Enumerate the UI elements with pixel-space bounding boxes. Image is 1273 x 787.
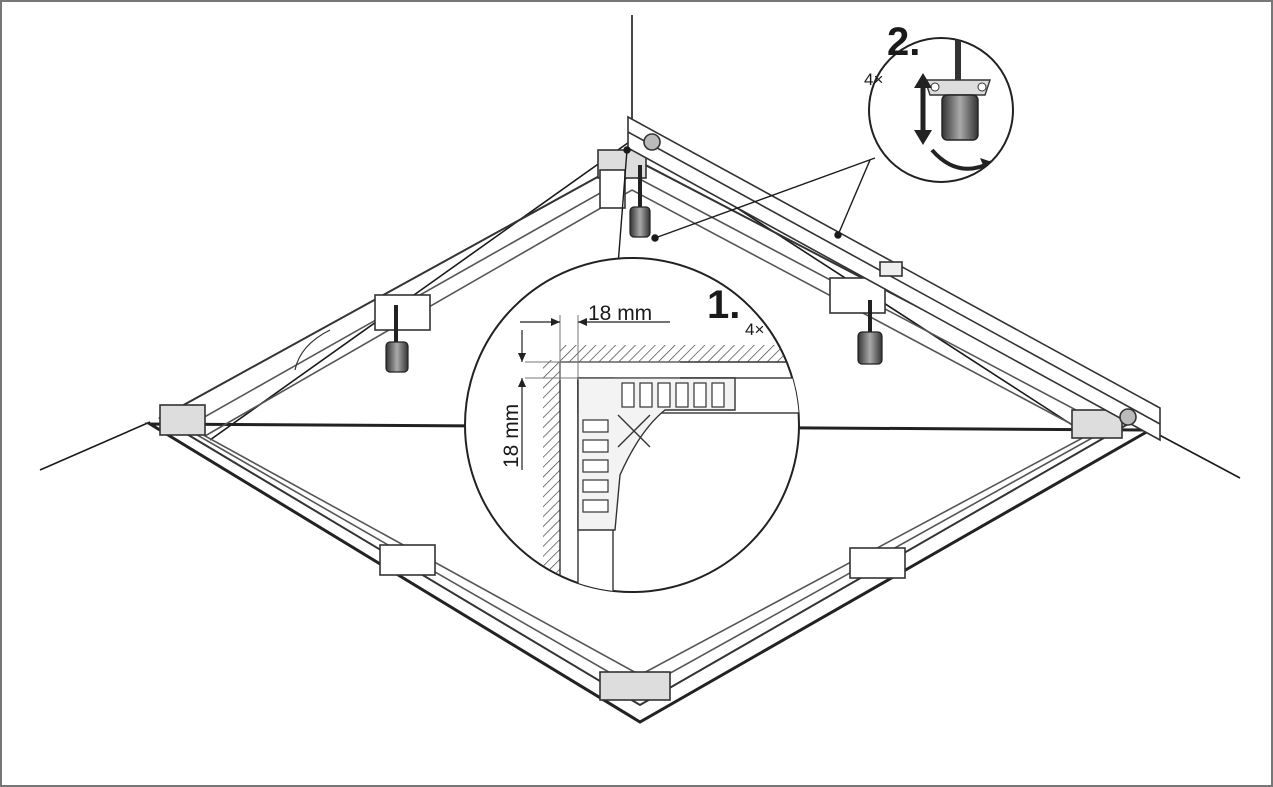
- foot-detail: [941, 94, 979, 141]
- foot-back: [629, 206, 651, 238]
- dimension-vertical-label: 18 mm: [500, 404, 523, 468]
- step-1-multiplier: 4×: [745, 320, 764, 339]
- base-frame: [144, 149, 1156, 724]
- detail-circle-2: [868, 37, 1014, 183]
- wall-left-hatch: [543, 360, 560, 592]
- corner-bottom: [599, 671, 671, 701]
- step-2-number: 2.: [887, 20, 920, 64]
- wall-top-hatch: [560, 345, 799, 362]
- callout-leaders: [617, 146, 876, 266]
- step-1-number: 1.: [707, 283, 740, 327]
- dimension-horizontal-label: 18 mm: [588, 302, 652, 325]
- adjustable-feet: [294, 165, 883, 373]
- height-adjust-arrow-icon: [914, 73, 932, 145]
- spirit-level: [627, 115, 1161, 442]
- foot-right: [857, 331, 883, 365]
- step-2-multiplier: 4×: [864, 70, 883, 89]
- detail-circle-1: 18 mm 18 mm: [464, 257, 800, 593]
- foot-left: [385, 341, 409, 373]
- corner-left: [159, 404, 206, 436]
